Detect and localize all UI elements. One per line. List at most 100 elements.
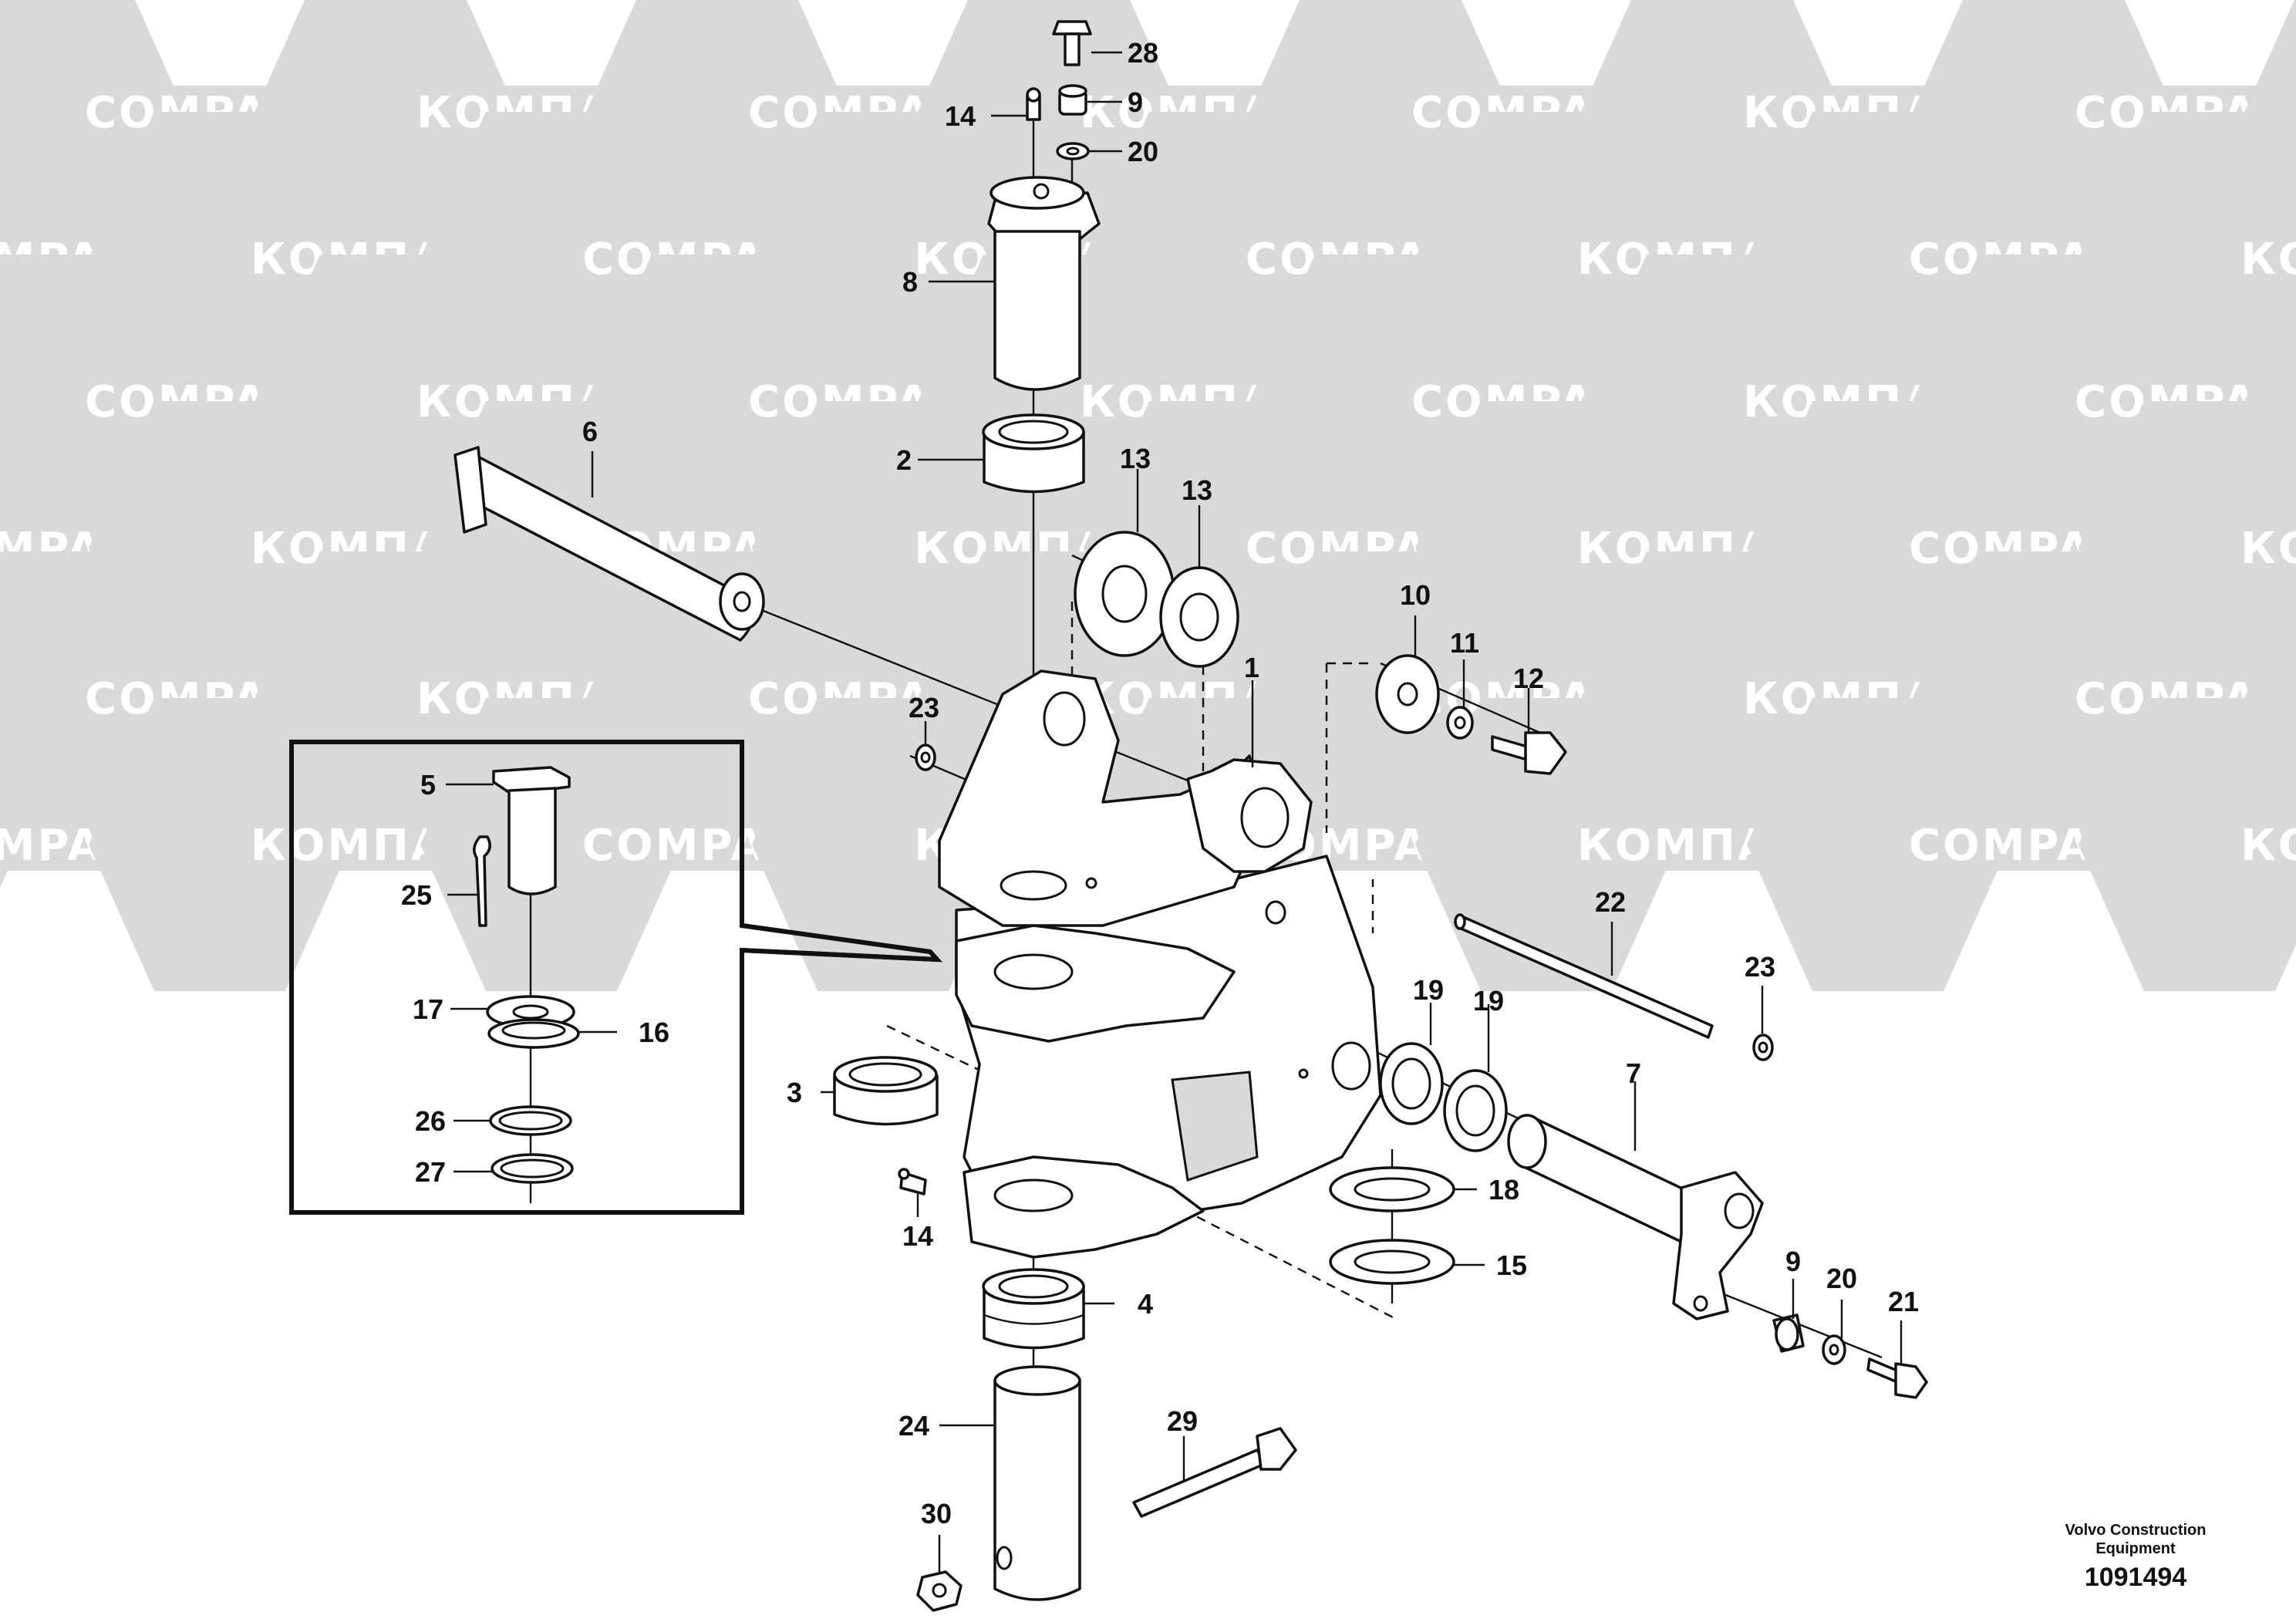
watermark-band	[2231, 818, 2296, 871]
callout-4: 4	[1138, 1288, 1153, 1320]
callout-25: 25	[401, 879, 432, 911]
watermark-hexagon	[752, 112, 1014, 405]
watermark-hexagon	[420, 112, 683, 405]
watermark-hexagon	[89, 401, 351, 694]
washer-10	[1375, 654, 1440, 734]
bolt-28	[1052, 20, 1092, 66]
callout-numbers: 28 9 20 14 8 2 6 13 13 10 11 12 1 23 22 …	[401, 37, 1919, 1529]
pin-8	[987, 176, 1101, 391]
callout-17: 17	[413, 993, 443, 1025]
callout-12: 12	[1513, 663, 1544, 694]
watermark-text: КОМПАРТ	[2240, 821, 2296, 871]
callout-26: 26	[415, 1105, 446, 1137]
washer-20-top	[1056, 142, 1090, 160]
spacer-9-top	[1058, 84, 1087, 116]
callout-14-top: 14	[945, 100, 976, 132]
watermark-hexagon	[1415, 112, 1677, 405]
watermark-hexagon	[1747, 112, 2009, 405]
callout-13-b: 13	[1182, 474, 1212, 506]
callout-18: 18	[1489, 1174, 1519, 1206]
watermark-hexagon	[255, 255, 517, 548]
watermark-band	[2231, 521, 2296, 574]
callout-24: 24	[899, 1410, 929, 1442]
watermark-hexagon	[1913, 551, 2175, 845]
drawing-number: 1091494	[2084, 1563, 2187, 1592]
detail-inset	[289, 740, 943, 1215]
watermark-hexagon	[1415, 698, 1677, 991]
pin-5	[492, 766, 571, 895]
ring-23-right	[1752, 1034, 1774, 1061]
callout-29: 29	[1167, 1405, 1198, 1437]
watermark-hexagon	[1084, 112, 1346, 405]
callout-9-bottom: 9	[1785, 1246, 1801, 1277]
watermark-band	[2231, 232, 2296, 285]
callout-8: 8	[902, 266, 918, 298]
callout-19-b: 19	[1473, 985, 1504, 1017]
callout-28: 28	[1128, 37, 1158, 69]
brand-label: Volvo Construction Equipment	[2065, 1522, 2207, 1557]
watermark-hexagon	[1415, 401, 1677, 694]
drawing-footer: Volvo Construction Equipment 1091494	[2043, 1521, 2228, 1593]
watermark-hexagon	[752, 401, 1014, 694]
shim-13-b	[1159, 566, 1239, 668]
callout-20-bottom: 20	[1826, 1263, 1857, 1294]
watermark-text: КОМПАРТ	[2240, 234, 2296, 285]
bolt-21	[1866, 1357, 1928, 1399]
callout-5: 5	[420, 769, 436, 801]
callout-27: 27	[415, 1156, 446, 1188]
watermark-text: КОМПАРТ	[2240, 524, 2296, 574]
washer-18	[1329, 1166, 1455, 1212]
pin-7	[1507, 1114, 1764, 1320]
washer-15	[1329, 1239, 1455, 1285]
callout-11: 11	[1450, 627, 1479, 659]
watermark-hexagon	[255, 551, 517, 845]
bushing-2	[982, 413, 1085, 494]
callout-leaders	[446, 51, 1903, 1573]
callout-6: 6	[582, 416, 598, 447]
ring-26	[489, 1105, 572, 1136]
bolt-12	[1491, 731, 1567, 775]
callout-23-right: 23	[1745, 951, 1775, 983]
watermark-hexagon	[1581, 551, 1843, 845]
pin-6	[453, 446, 765, 642]
callout-7: 7	[1626, 1057, 1641, 1089]
callout-20-top: 20	[1128, 136, 1158, 167]
callout-22: 22	[1595, 886, 1626, 918]
watermark-layer: КОМПАРТCOMPARTКОМПАРТCOMPARTКОМПАРТCOMPA…	[0, 0, 2296, 991]
spacer-9-bottom	[1772, 1313, 1805, 1353]
watermark-hexagon	[586, 255, 848, 548]
callout-30: 30	[921, 1498, 952, 1529]
callout-13-a: 13	[1120, 443, 1151, 474]
callout-16: 16	[639, 1017, 669, 1048]
washer-11	[1446, 706, 1474, 740]
grease-nipple-14-bottom	[898, 1168, 927, 1195]
callout-9-top: 9	[1128, 86, 1143, 118]
ring-27	[491, 1153, 574, 1184]
main-bracket	[938, 669, 1382, 1259]
shim-13-a	[1074, 531, 1175, 657]
callout-19-a: 19	[1413, 974, 1444, 1006]
shim-19-a	[1379, 1042, 1444, 1125]
pin-24	[993, 1365, 1081, 1601]
shim-19-b	[1443, 1069, 1508, 1152]
seal-16	[487, 1018, 580, 1049]
callout-23-left: 23	[909, 692, 939, 723]
callout-14-bottom: 14	[902, 1220, 933, 1252]
washer-20-bottom	[1822, 1334, 1846, 1365]
callout-3: 3	[787, 1077, 802, 1108]
watermark-hexagon	[2079, 698, 2296, 991]
watermark-hexagon	[586, 551, 848, 845]
nut-30	[916, 1570, 963, 1612]
bolt-29	[1132, 1427, 1297, 1518]
rod-22	[1454, 913, 1714, 1039]
ring-23-left	[915, 744, 936, 771]
watermark-hexagon	[1747, 698, 2009, 991]
bushing-3	[833, 1056, 939, 1126]
callout-2: 2	[896, 444, 912, 476]
watermark-hexagon	[89, 698, 351, 991]
watermark-hexagon	[1747, 401, 2009, 694]
watermark-hexagon	[89, 112, 351, 405]
watermark-hexagon	[1581, 255, 1843, 548]
callout-1: 1	[1244, 652, 1259, 683]
